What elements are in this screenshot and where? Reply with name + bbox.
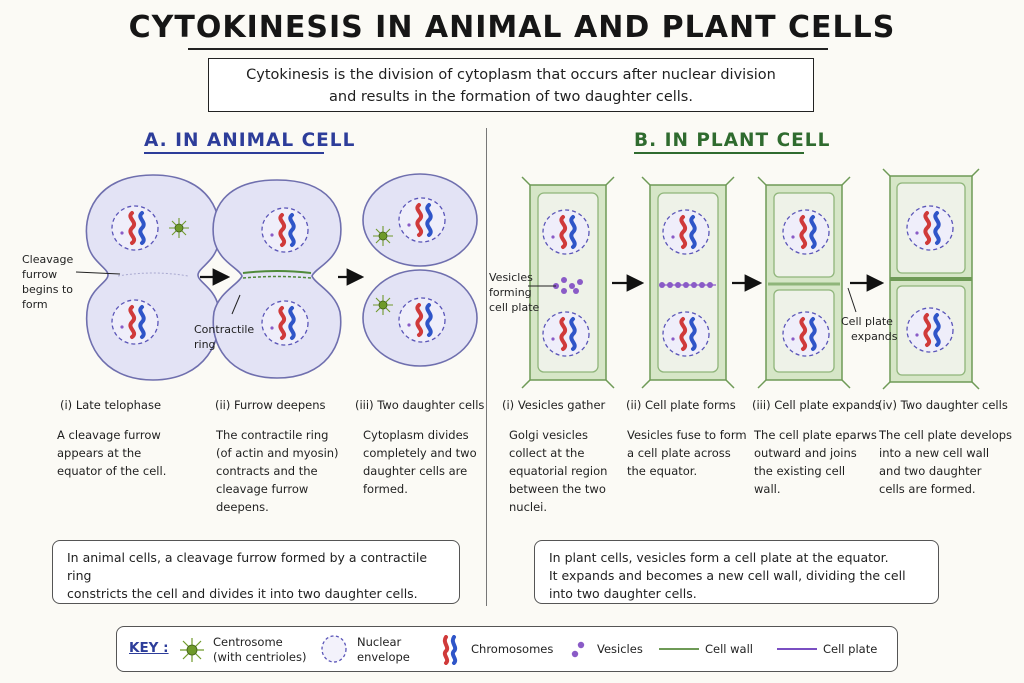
key-label-vesicles: Vesicles bbox=[597, 642, 643, 656]
cell-plate-expands-label: Cell plate expands bbox=[841, 315, 898, 343]
title-underline bbox=[188, 48, 828, 50]
plant-summary-box: In plant cells, vesicles form a cell pla… bbox=[534, 540, 939, 604]
plant-daughter-cells bbox=[882, 168, 980, 390]
plant-stage-2-desc: Vesicles fuse to form a cell plate acros… bbox=[627, 428, 747, 478]
chromosome-icon bbox=[442, 635, 458, 665]
plant-stage-4-desc: The cell plate develops into a new cell … bbox=[879, 428, 1013, 496]
animal-cell-furrow-deepens bbox=[212, 179, 342, 379]
ring-pointer bbox=[231, 294, 241, 315]
animal-stage-1-desc: A cleavage furrow appears at the equator… bbox=[57, 428, 167, 478]
plant-stage-3-desc: The cell plate eparws outward and joins … bbox=[754, 428, 877, 496]
definition-line-2: and results in the formation of two daug… bbox=[329, 89, 693, 105]
key-label-nuclear-envelope: Nuclear envelope bbox=[357, 635, 410, 664]
plant-stage-1-desc: Golgi vesicles collect at the equatorial… bbox=[509, 428, 608, 514]
plate-pointer bbox=[847, 287, 857, 313]
animal-stage-1-caption: (i) Late telophase bbox=[60, 398, 162, 412]
key-label-cell-plate: Cell plate bbox=[823, 642, 878, 656]
plant-stage-3-caption: (iii) Cell plate expands bbox=[752, 398, 881, 412]
contractile-ring-label: Contractile ring bbox=[194, 323, 255, 351]
plant-stage-1-caption: (i) Vesicles gather bbox=[502, 398, 606, 412]
vesicles-icon bbox=[571, 641, 585, 658]
definition-box: Cytokinesis is the division of cytoplasm… bbox=[208, 58, 814, 112]
definition-line-1: Cytokinesis is the division of cytoplasm… bbox=[246, 67, 776, 83]
animal-heading-underline bbox=[144, 152, 324, 154]
animal-stage-2-desc: The contractile ring (of actin and myosi… bbox=[216, 428, 339, 514]
key-label-cell-wall: Cell wall bbox=[705, 642, 753, 656]
plant-stage-2-caption: (ii) Cell plate forms bbox=[626, 398, 736, 412]
animal-daughter-cells bbox=[362, 173, 478, 367]
vesicles-icon bbox=[553, 277, 583, 294]
plant-section-heading: B. IN PLANT CELL bbox=[634, 130, 831, 151]
centrosome-icon bbox=[180, 638, 204, 662]
nuclear-envelope-icon bbox=[321, 635, 347, 663]
page-title: CYTOKINESIS IN ANIMAL AND PLANT CELLS bbox=[128, 10, 896, 45]
cleavage-furrow-label: Cleavage furrow begins to form bbox=[22, 253, 74, 311]
plant-cell-vesicles-gather bbox=[521, 176, 615, 389]
centrosome-icon bbox=[168, 217, 190, 239]
animal-cell-late-telophase bbox=[85, 174, 221, 381]
key-title: KEY : bbox=[129, 640, 169, 656]
vesicles-forming-label: Vesicles forming cell plate bbox=[489, 271, 540, 314]
animal-section-heading: A. IN ANIMAL CELL bbox=[144, 130, 356, 151]
section-divider bbox=[486, 128, 487, 606]
key-label-chromosomes: Chromosomes bbox=[471, 642, 554, 656]
cleavage-pointer bbox=[75, 271, 121, 275]
key-legend: KEY : Centrosome (with centrioles) Nucle… bbox=[116, 626, 898, 672]
cell-plate-line-icon bbox=[777, 648, 817, 650]
cell-wall-line-icon bbox=[659, 648, 699, 650]
plant-stage-4-caption: (iv) Two daughter cells bbox=[878, 398, 1008, 412]
key-label-centrosome: Centrosome (with centrioles) bbox=[213, 635, 307, 664]
animal-stage-3-caption: (iii) Two daughter cells bbox=[355, 398, 485, 412]
animal-summary-box: In animal cells, a cleavage furrow forme… bbox=[52, 540, 460, 604]
plant-cell-plate-forms bbox=[641, 176, 735, 389]
plant-cell-plate-expands bbox=[757, 176, 851, 389]
animal-stage-3-desc: Cytoplasm divides completely and two dau… bbox=[363, 428, 477, 496]
plant-heading-underline bbox=[634, 152, 804, 154]
animal-stage-2-caption: (ii) Furrow deepens bbox=[215, 398, 326, 412]
